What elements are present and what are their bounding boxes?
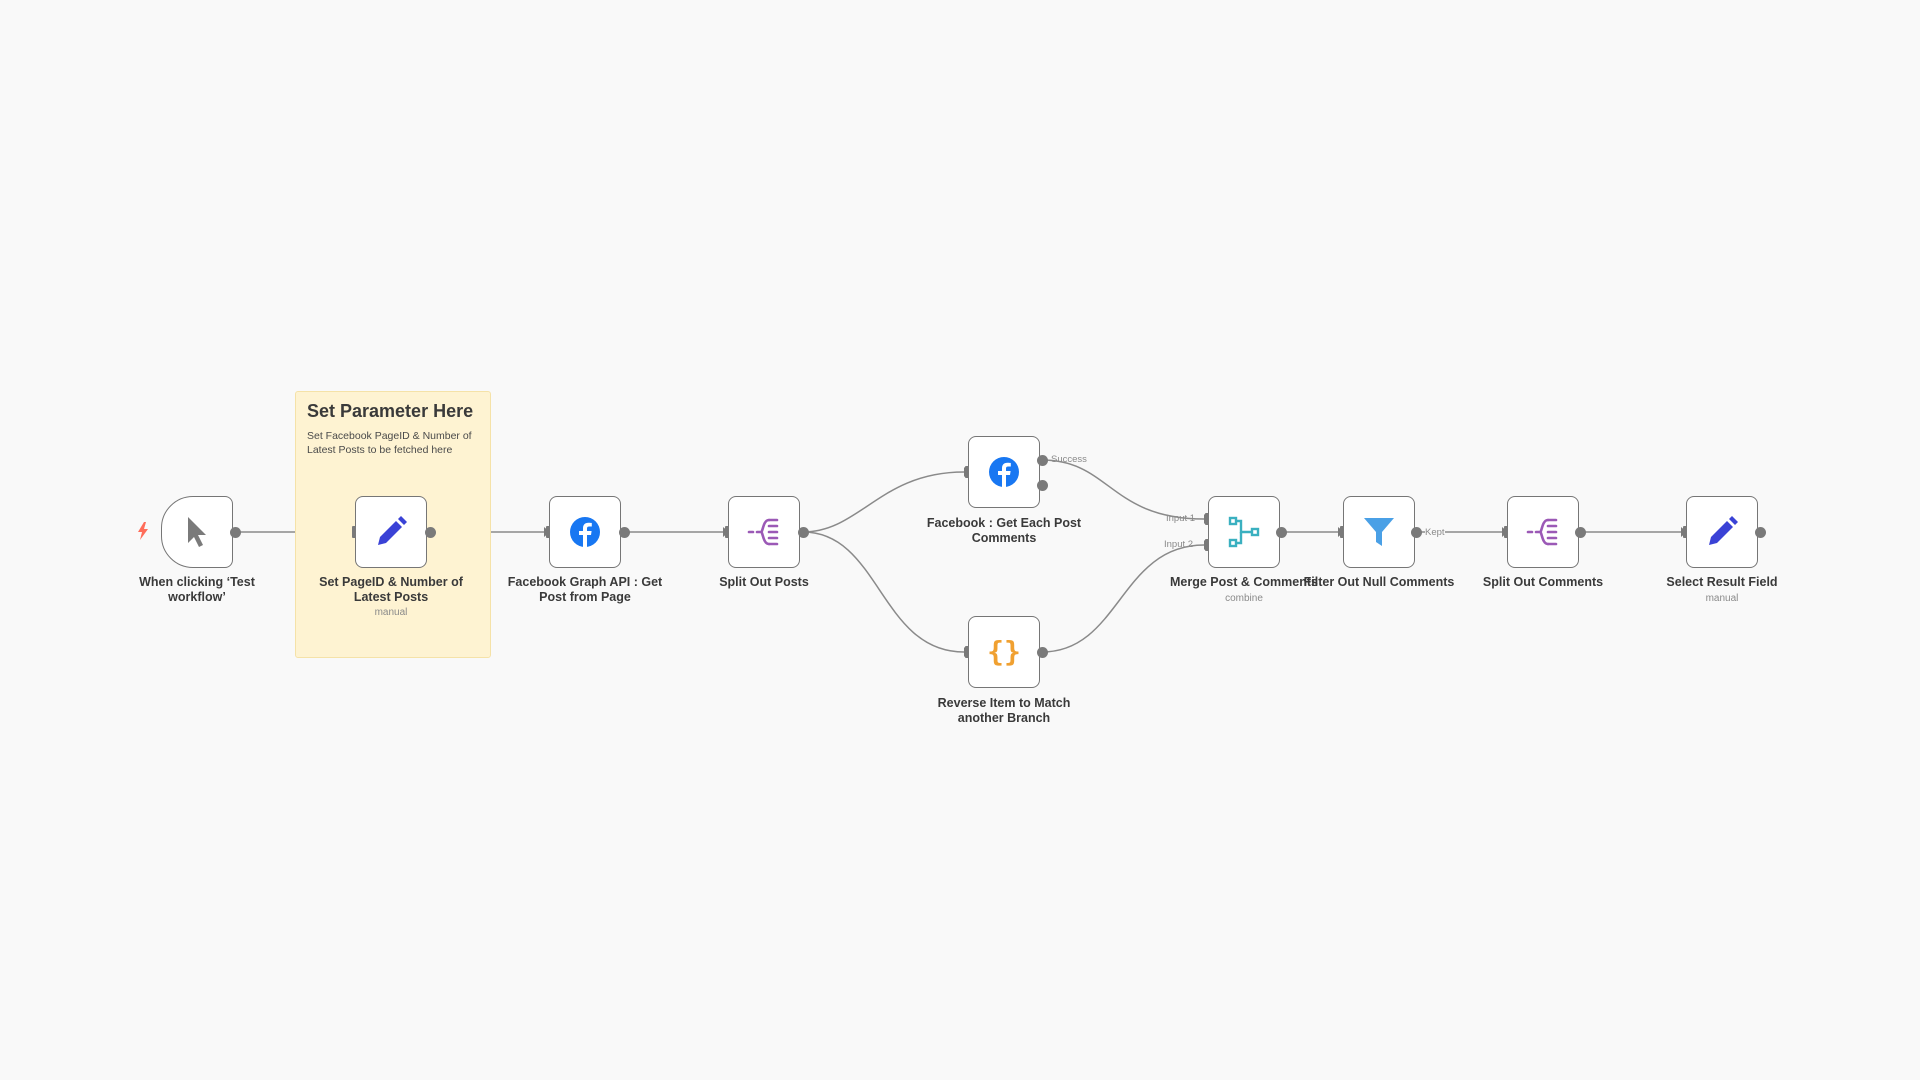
node-merge[interactable] bbox=[1208, 496, 1280, 568]
facebook-icon bbox=[570, 517, 600, 547]
svg-text:{}: {} bbox=[987, 635, 1021, 668]
node-label-trigger: When clicking ‘Test workflow’ bbox=[139, 575, 255, 604]
merge-icon bbox=[1228, 516, 1260, 548]
node-label-filter-null-comments: Filter Out Null Comments bbox=[1303, 575, 1455, 589]
edge-reverse-to-merge bbox=[1041, 544, 1205, 653]
node-select-result-field[interactable] bbox=[1686, 496, 1758, 568]
output-handle[interactable] bbox=[1754, 526, 1766, 538]
edge-comments-to-merge bbox=[1041, 459, 1205, 520]
code-braces-icon: {} bbox=[987, 635, 1021, 668]
node-label-reverse-item: Reverse Item to Match another Branch bbox=[937, 696, 1071, 725]
node-set-pageid[interactable] bbox=[355, 496, 427, 568]
input-handle[interactable] bbox=[725, 526, 729, 538]
node-reverse-item[interactable]: {} bbox=[968, 616, 1040, 688]
node-label-split-out-comments: Split Out Comments bbox=[1482, 575, 1604, 589]
node-split-out-posts[interactable] bbox=[728, 496, 800, 568]
edge-split-to-reverse bbox=[802, 531, 965, 653]
input-handle[interactable] bbox=[965, 466, 969, 478]
cursor-icon bbox=[188, 517, 206, 547]
input-handle[interactable] bbox=[965, 646, 969, 658]
output-handle[interactable] bbox=[229, 526, 241, 538]
input-handle[interactable] bbox=[1504, 526, 1508, 538]
node-filter-null-comments[interactable] bbox=[1343, 496, 1415, 568]
input-handle-1[interactable] bbox=[1205, 513, 1209, 525]
output-handle[interactable] bbox=[1574, 526, 1586, 538]
node-label-select-result-field: Select Result Field bbox=[1666, 575, 1778, 589]
port-label-input-2: Input 2 bbox=[1164, 539, 1194, 550]
input-handle[interactable] bbox=[1683, 526, 1687, 538]
port-label-success: Success bbox=[1051, 454, 1087, 465]
node-label-split-out-posts: Split Out Posts bbox=[719, 575, 809, 589]
node-label-facebook-get-comments: Facebook : Get Each Post Comments bbox=[926, 516, 1082, 545]
node-facebook-graph-api[interactable] bbox=[549, 496, 621, 568]
pencil-icon bbox=[378, 516, 407, 545]
node-label-set-pageid: Set PageID & Number of Latest Posts bbox=[319, 575, 463, 604]
split-out-icon bbox=[747, 518, 779, 546]
node-label-merge: Merge Post & Comments bbox=[1170, 575, 1318, 589]
filter-icon bbox=[1364, 518, 1394, 546]
node-split-out-comments[interactable] bbox=[1507, 496, 1579, 568]
port-label-input-1: Input 1 bbox=[1166, 513, 1196, 524]
input-handle[interactable] bbox=[352, 526, 356, 538]
node-facebook-get-comments[interactable] bbox=[968, 436, 1040, 508]
node-label-facebook-graph-api: Facebook Graph API : Get Post from Page bbox=[507, 575, 663, 604]
output-handle[interactable] bbox=[1275, 526, 1287, 538]
output-handle[interactable] bbox=[1036, 646, 1048, 658]
output-handle-error[interactable] bbox=[1036, 479, 1048, 491]
lightning-bolt-icon bbox=[138, 522, 148, 540]
node-manual-trigger[interactable] bbox=[161, 496, 233, 568]
facebook-icon bbox=[989, 457, 1019, 487]
output-handle[interactable] bbox=[424, 526, 436, 538]
output-handle-kept[interactable] bbox=[1410, 526, 1422, 538]
pencil-icon bbox=[1709, 516, 1738, 545]
port-label-kept: Kept bbox=[1425, 527, 1445, 538]
output-handle[interactable] bbox=[797, 526, 809, 538]
output-handle[interactable] bbox=[618, 526, 630, 538]
input-handle[interactable] bbox=[546, 526, 550, 538]
node-sublabel-select-result-field: manual bbox=[1705, 593, 1739, 604]
sticky-note-title: Set Parameter Here bbox=[307, 401, 474, 421]
input-handle[interactable] bbox=[1340, 526, 1344, 538]
input-handle-2[interactable] bbox=[1205, 539, 1209, 551]
output-handle-success[interactable] bbox=[1036, 454, 1048, 466]
node-sublabel-set-pageid: manual bbox=[374, 607, 408, 618]
split-out-icon bbox=[1526, 518, 1558, 546]
node-sublabel-merge: combine bbox=[1225, 593, 1263, 604]
sticky-note-body: Set Facebook PageID & Number of Latest P… bbox=[307, 430, 472, 456]
